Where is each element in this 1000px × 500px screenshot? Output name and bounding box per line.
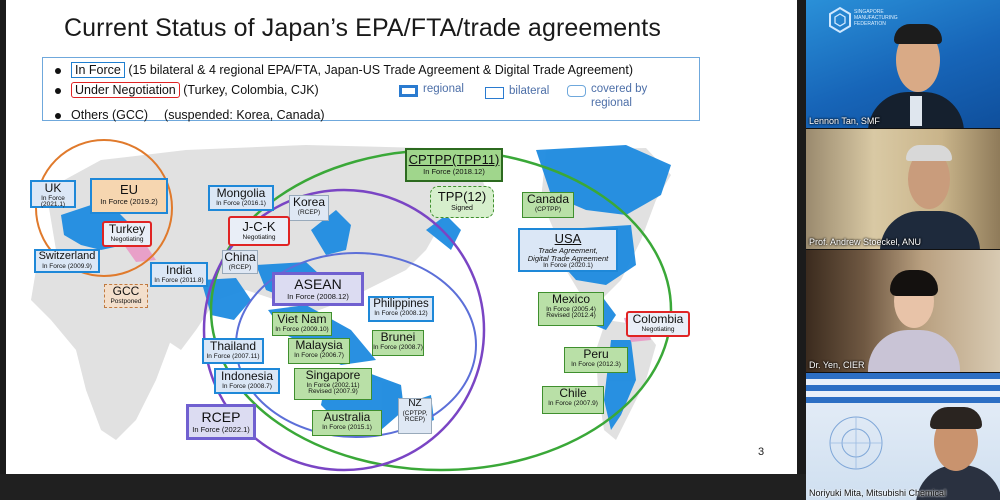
regional-swatch <box>399 85 418 97</box>
hair <box>906 145 952 161</box>
presentation-slide: Current Status of Japan’s EPA/FTA/trade … <box>6 0 797 474</box>
video-tile-4[interactable]: Noriyuki Mita, Mitsubishi Chemical <box>806 373 1000 500</box>
under-negotiation-text: (Turkey, Colombia, CJK) <box>183 83 319 97</box>
participant-name: Dr. Yen, CIER <box>809 360 865 370</box>
org-logo-icon <box>829 6 851 34</box>
background-stripes <box>806 373 1000 403</box>
bullet-icon <box>55 112 61 119</box>
others-text: Others (GCC) (suspended: Korea, Canada) <box>71 108 325 122</box>
in-force-text: (15 bilateral & 4 regional EPA/FTA, Japa… <box>128 63 633 77</box>
legend-panel: In Force (15 bilateral & 4 regional EPA/… <box>42 57 700 123</box>
in-force-tag: In Force <box>71 62 125 78</box>
presentation-bottom-bar <box>0 474 806 500</box>
agreement-tpp12: TPP(12)Signed <box>430 186 494 218</box>
bilateral-swatch <box>485 87 504 99</box>
agreement-cptpp: CPTPP(TPP11)In Force (2018.12) <box>405 148 503 182</box>
under-negotiation-tag: Under Negotiation <box>71 82 180 98</box>
bilateral-label: bilateral <box>509 85 550 97</box>
video-tile-3[interactable]: Dr. Yen, CIER <box>806 250 1000 372</box>
video-tile-2[interactable]: Prof. Andrew Stoeckel, ANU <box>806 129 1000 249</box>
person-body <box>868 330 960 372</box>
covered-swatch <box>567 85 586 97</box>
agreement-nz: NZ(CPTPP,RCEP) <box>398 398 432 434</box>
bullet-icon <box>55 67 61 74</box>
legend-under-negotiation: Under Negotiation (Turkey, Colombia, CJK… <box>55 82 319 98</box>
slide-title: Current Status of Japan’s EPA/FTA/trade … <box>64 14 661 42</box>
participant-name: Noriyuki Mita, Mitsubishi Chemical <box>809 488 947 498</box>
legend-in-force: In Force (15 bilateral & 4 regional EPA/… <box>55 62 633 78</box>
agreement-canada: Canada(CPTPP) <box>522 192 574 218</box>
flower-decoration-icon <box>829 416 883 470</box>
participant-name: Lennon Tan, SMF <box>809 116 880 126</box>
page-number: 3 <box>758 446 765 458</box>
participant-name: Prof. Andrew Stoeckel, ANU <box>809 237 922 247</box>
hair <box>894 24 942 44</box>
legend-others: Others (GCC) (suspended: Korea, Canada) <box>55 104 325 123</box>
regional-label: regional <box>423 83 464 95</box>
agreement-china: China(RCEP) <box>222 250 258 274</box>
hair <box>930 407 982 429</box>
hair <box>890 270 938 296</box>
bullet-icon <box>55 87 61 94</box>
shirt <box>910 96 922 126</box>
agreement-korea: Korea(RCEP) <box>289 195 329 221</box>
